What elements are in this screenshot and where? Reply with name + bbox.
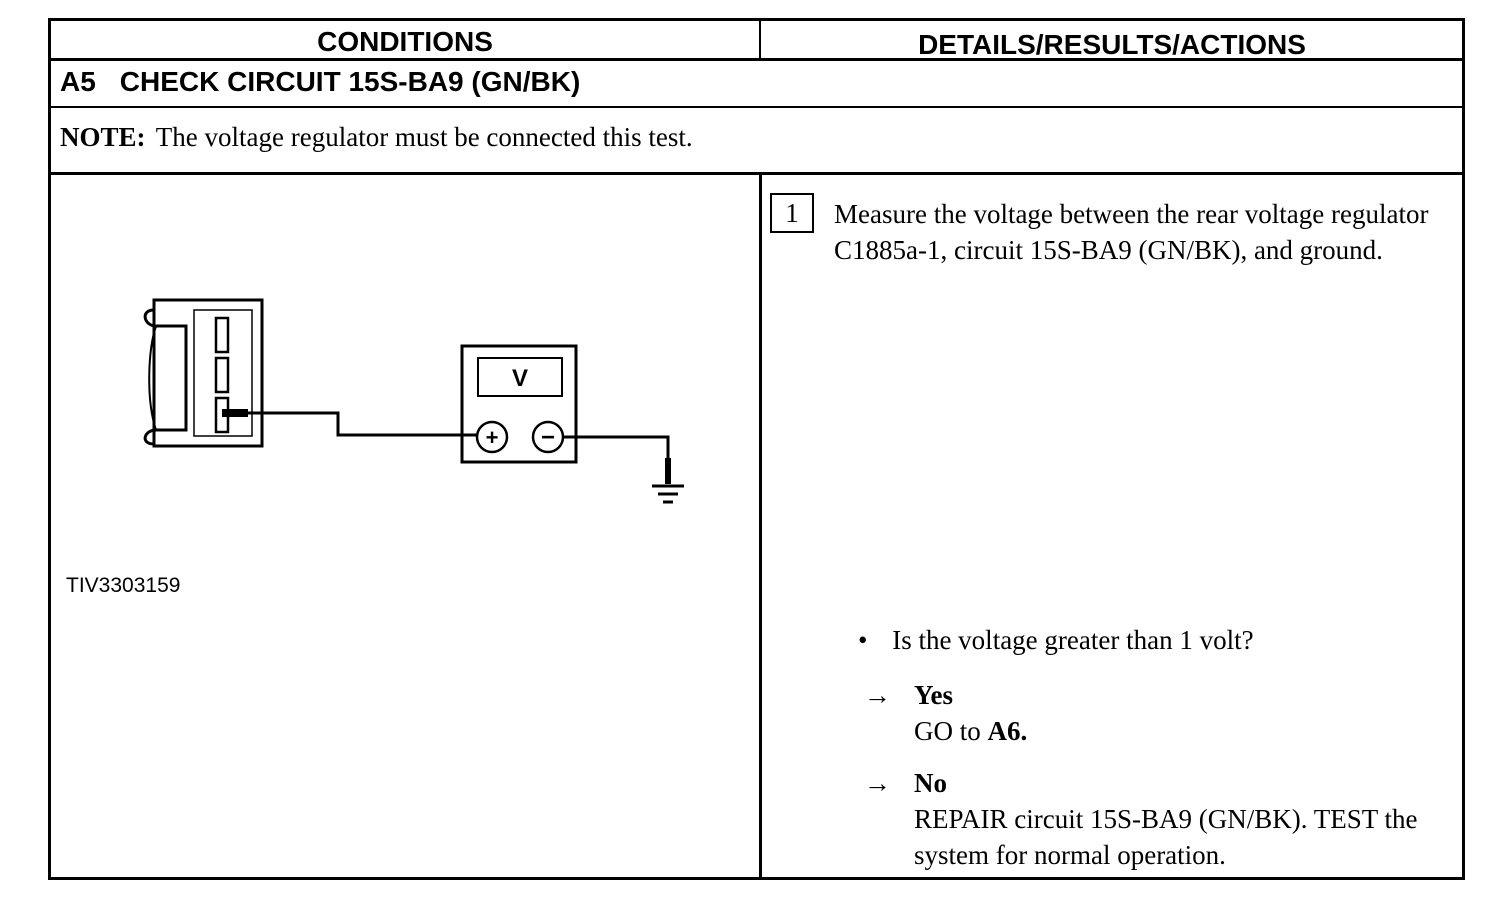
details-header: DETAILS/RESULTS/ACTIONS bbox=[918, 29, 1306, 60]
wiring-diagram: V + − bbox=[143, 298, 684, 504]
table-border-right bbox=[1462, 18, 1465, 880]
positive-lead bbox=[222, 411, 478, 437]
connector-body bbox=[152, 298, 264, 448]
question: • Is the voltage greater than 1 volt? bbox=[858, 625, 1254, 656]
note-divider bbox=[48, 172, 1465, 175]
test-id: A5 bbox=[60, 66, 96, 97]
title-divider bbox=[48, 106, 1465, 108]
positive-terminal bbox=[475, 420, 509, 454]
result-yes-title: Yes bbox=[914, 680, 953, 710]
voltmeter-label: V bbox=[512, 365, 528, 392]
arrow-icon: → bbox=[864, 768, 891, 798]
header-divider bbox=[48, 58, 1465, 61]
connector-face bbox=[193, 309, 253, 437]
body-column-divider bbox=[759, 172, 762, 880]
minus-symbol: − bbox=[541, 424, 555, 451]
table-border-bottom bbox=[48, 877, 1465, 880]
voltmeter-display bbox=[477, 357, 563, 397]
result-no-title: No bbox=[914, 768, 947, 798]
arrow-icon: → bbox=[864, 680, 891, 710]
conditions-header: CONDITIONS bbox=[317, 26, 493, 57]
connector-pin-2 bbox=[214, 356, 230, 394]
result-yes-target: A6. bbox=[987, 716, 1028, 746]
connector-lock-tab bbox=[143, 308, 188, 446]
result-yes-action: GO to A6. bbox=[914, 713, 1474, 749]
question-text: Is the voltage greater than 1 volt? bbox=[892, 625, 1254, 655]
step-text: Measure the voltage between the rear vol… bbox=[834, 199, 1429, 265]
test-title-text: CHECK CIRCUIT 15S-BA9 (GN/BK) bbox=[119, 66, 581, 97]
negative-lead bbox=[563, 435, 670, 464]
voltmeter-body bbox=[460, 344, 578, 464]
note-label: NOTE: bbox=[60, 122, 146, 152]
header-column-divider bbox=[759, 18, 761, 60]
result-yes-action-text: GO to bbox=[914, 716, 988, 746]
result-no-action: REPAIR circuit 15S-BA9 (GN/BK). TEST the… bbox=[914, 804, 1418, 870]
table-border-top bbox=[48, 18, 1465, 21]
figure-id: TIV3303159 bbox=[66, 574, 181, 597]
test-title: A5 CHECK CIRCUIT 15S-BA9 (GN/BK) bbox=[60, 61, 580, 103]
question-bullet: • bbox=[858, 625, 868, 655]
step-number: 1 bbox=[770, 193, 814, 233]
note: NOTE: The voltage regulator must be conn… bbox=[60, 122, 693, 153]
note-text: The voltage regulator must be connected … bbox=[155, 122, 693, 152]
connector-pin-1 bbox=[214, 316, 230, 354]
plus-symbol: + bbox=[486, 425, 499, 450]
table-border-left bbox=[48, 18, 51, 880]
